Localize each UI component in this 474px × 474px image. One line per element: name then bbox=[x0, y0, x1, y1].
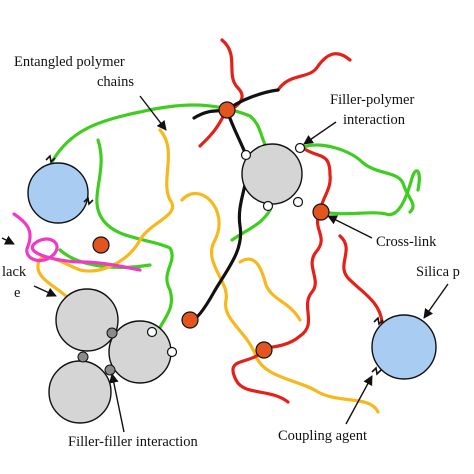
coupling-agent-bond bbox=[45, 154, 56, 164]
cross-link-point bbox=[255, 341, 273, 359]
carbon-black-particle bbox=[55, 288, 119, 352]
coupling-agent-bond bbox=[83, 196, 94, 206]
filler-polymer-point bbox=[294, 142, 306, 154]
cross-link-point bbox=[312, 203, 330, 221]
arrow-filler-filler bbox=[108, 373, 125, 433]
annotation-arrows bbox=[1, 95, 449, 433]
cross-links bbox=[92, 101, 330, 359]
filler-polymer-point bbox=[166, 346, 178, 358]
green-polymer-chain bbox=[50, 103, 421, 334]
silica-particle bbox=[371, 314, 437, 380]
carbon-black-particle bbox=[241, 143, 303, 205]
filler-filler-joint bbox=[106, 327, 118, 339]
filler-polymer-point bbox=[292, 196, 304, 208]
filler-polymer-points bbox=[146, 142, 306, 358]
label-entangled-line1: Entangled polymer bbox=[14, 54, 125, 70]
label-entangled-line2: chains bbox=[97, 74, 134, 90]
arrow-coupling bbox=[345, 375, 373, 425]
label-cross-link: Cross-link bbox=[376, 234, 437, 250]
red-polymer-chain bbox=[198, 38, 384, 404]
carbon-black-particle bbox=[48, 360, 112, 424]
magenta-polymer-chain bbox=[12, 212, 142, 272]
filler-polymer-point bbox=[146, 326, 158, 338]
silica-fillers bbox=[27, 162, 437, 380]
arrow-cross-link bbox=[327, 215, 373, 239]
silica-particle bbox=[27, 162, 89, 224]
polymer-chains bbox=[12, 38, 421, 414]
label-black-line2: e bbox=[14, 285, 20, 301]
filler-filler-joint bbox=[104, 364, 116, 376]
label-filler-polymer-line1: Filler-polymer bbox=[330, 92, 414, 108]
yellow-polymer-chain bbox=[36, 128, 380, 414]
labels: Entangled polymer chains Filler-polymer … bbox=[2, 54, 460, 450]
label-filler-polymer-line2: interaction bbox=[343, 112, 406, 128]
coupling-agents bbox=[45, 154, 384, 376]
coupling-agent-bond bbox=[371, 366, 382, 376]
arrow-filler-polymer bbox=[303, 121, 337, 145]
coupling-agent-bond bbox=[373, 316, 384, 326]
cross-link-point bbox=[181, 311, 199, 329]
arrow-magenta bbox=[1, 235, 15, 245]
label-coupling-agent: Coupling agent bbox=[278, 428, 367, 444]
arrow-silica bbox=[423, 283, 449, 319]
label-black-line1: lack bbox=[2, 264, 27, 280]
label-filler-filler: Filler-filler interaction bbox=[68, 434, 199, 450]
carbon-black-fillers bbox=[48, 143, 303, 424]
cross-link-point bbox=[218, 101, 236, 119]
filler-polymer-point bbox=[240, 149, 252, 161]
filler-filler-joint bbox=[77, 351, 89, 363]
cross-link-point bbox=[92, 236, 110, 254]
filler-filler-joints bbox=[77, 327, 118, 376]
label-silica: Silica p bbox=[416, 264, 460, 280]
arrow-black bbox=[33, 285, 57, 297]
filler-polymer-point bbox=[262, 200, 274, 212]
carbon-black-particle bbox=[108, 320, 172, 384]
arrow-entangled bbox=[139, 95, 167, 131]
